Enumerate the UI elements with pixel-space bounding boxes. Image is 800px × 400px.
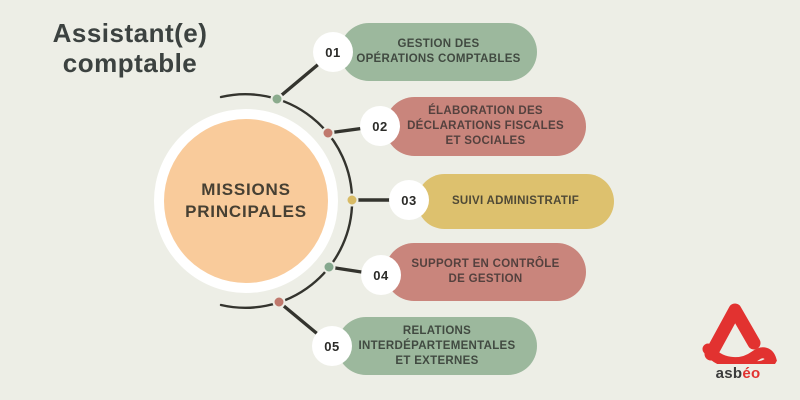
arc-dot-5	[272, 295, 286, 309]
logo-text-accent: éo	[742, 365, 761, 382]
arc-dot-3	[345, 193, 359, 207]
center-circle: MISSIONS PRINCIPALES	[154, 109, 338, 293]
mission-pill-2: ÉLABORATION DES DÉCLARATIONS FISCALES ET…	[385, 97, 586, 156]
asbeo-logo-text: asbéo	[692, 365, 784, 382]
mission-number-badge-2: 02	[360, 106, 400, 146]
mission-4-label: DE GESTION	[448, 273, 523, 285]
mission-5-label: INTERDÉPARTEMENTALES	[358, 339, 516, 352]
mission-number: 04	[373, 267, 389, 283]
mission-number-badge-5: 05	[312, 326, 352, 366]
mission-4-label: SUPPORT EN CONTRÔLE	[411, 258, 560, 270]
mission-number-badge-3: 03	[389, 180, 429, 220]
mission-2-label: DÉCLARATIONS FISCALES	[407, 120, 564, 132]
logo-text-dark: asb	[715, 365, 743, 382]
mission-2-label: ET SOCIALES	[445, 135, 526, 147]
mission-number: 01	[325, 44, 341, 60]
asbeo-logo-icon	[702, 303, 777, 364]
mission-pill-5: RELATIONS INTERDÉPARTEMENTALES ET EXTERN…	[337, 317, 537, 375]
mission-number: 05	[324, 338, 340, 354]
arc-dot-2	[321, 126, 335, 140]
mission-number: 03	[401, 192, 417, 208]
mission-1-label: GESTION DES	[397, 38, 480, 50]
asbeo-logo: asbéo	[692, 300, 784, 386]
mission-number-badge-4: 04	[361, 255, 401, 295]
page-title-line1: Assistant(e)	[52, 18, 208, 48]
arc-dot-1	[270, 92, 284, 106]
mission-number: 02	[372, 118, 388, 134]
mission-5-label: ET EXTERNES	[395, 354, 479, 367]
mission-pill-3: SUIVI ADMINISTRATIF	[417, 174, 614, 229]
mission-number-badge-1: 01	[313, 32, 353, 72]
mission-pill-4: SUPPORT EN CONTRÔLE DE GESTION	[385, 243, 586, 301]
page-title: Assistant(e) comptable	[18, 18, 242, 78]
center-label-line1: MISSIONS	[201, 180, 291, 199]
mission-3-label: SUIVI ADMINISTRATIF	[451, 195, 580, 207]
center-circle-label: MISSIONS PRINCIPALES	[164, 119, 328, 283]
mission-5-label: RELATIONS	[402, 324, 472, 337]
arc-dot-4	[322, 260, 336, 274]
page-title-line2: comptable	[62, 48, 198, 78]
mission-pill-1: GESTION DES OPÉRATIONS COMPTABLES	[340, 23, 537, 81]
mission-1-label: OPÉRATIONS COMPTABLES	[356, 53, 521, 65]
mission-2-label: ÉLABORATION DES	[428, 105, 543, 117]
center-label-line2: PRINCIPALES	[185, 202, 307, 221]
